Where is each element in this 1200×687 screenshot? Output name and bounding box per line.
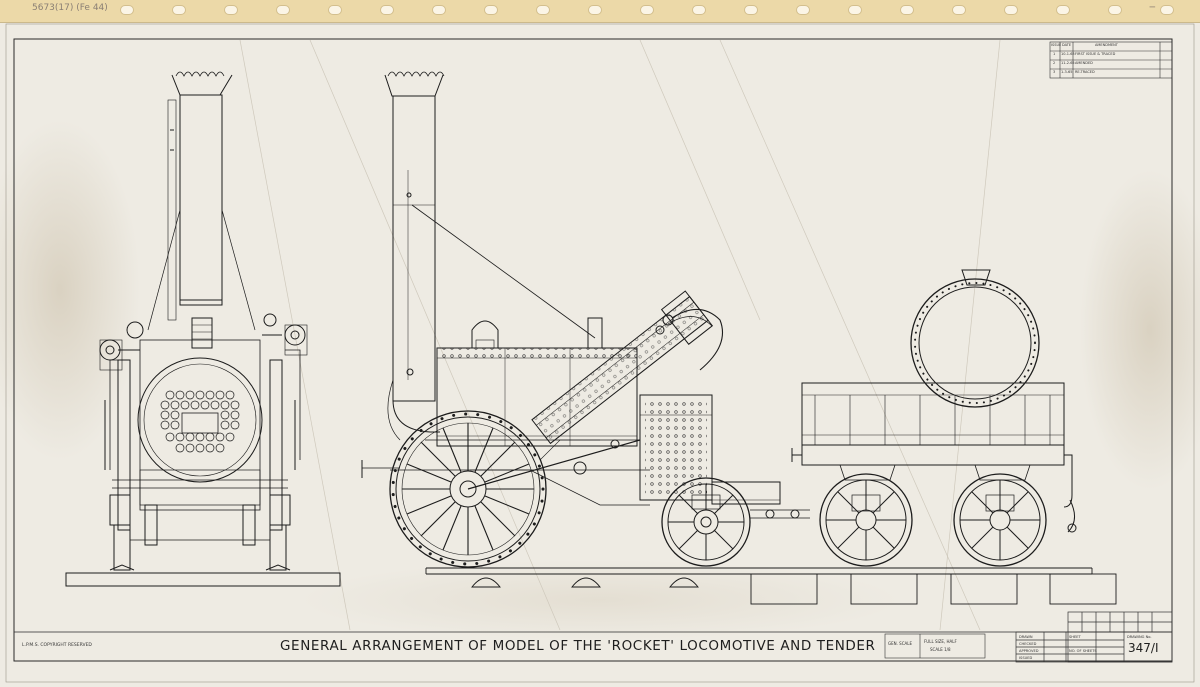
- drawing-title: GENERAL ARRANGEMENT OF MODEL OF THE 'ROC…: [280, 638, 876, 654]
- punch-hole: [484, 5, 498, 15]
- punch-hole: [1160, 5, 1174, 15]
- issued-label: ISSUED: [1019, 656, 1033, 660]
- scale-block: [884, 633, 986, 659]
- punch-hole: [796, 5, 810, 15]
- rev-row-1-date: 10-1-63: [1061, 52, 1075, 56]
- drawing-border: [5, 23, 1195, 683]
- punch-hole: [536, 5, 550, 15]
- sheet-label: SHEET: [1069, 635, 1082, 639]
- rev-row-2-amendment: AMENDED: [1075, 61, 1093, 65]
- rev-header-issue: ISSUE: [1051, 43, 1062, 47]
- revision-table: [1049, 41, 1173, 79]
- punch-hole: [328, 5, 342, 15]
- binding-tape: 5673(17) (Fe 44) ─: [0, 0, 1200, 23]
- punch-hole: [640, 5, 654, 15]
- front-view-locomotive: [65, 71, 341, 587]
- rev-row-2-issue: 2: [1053, 61, 1056, 65]
- punch-hole: [1056, 5, 1070, 15]
- handwritten-mark: ─: [1149, 3, 1155, 13]
- paper-stains: [0, 120, 1200, 640]
- punch-hole: [848, 5, 862, 15]
- punch-hole: [1004, 5, 1018, 15]
- rev-row-3-issue: 3: [1053, 70, 1056, 74]
- punch-hole: [900, 5, 914, 15]
- copyright-notice: L.P.M.S. COPYRIGHT RESERVED: [22, 643, 92, 648]
- punch-hole: [744, 5, 758, 15]
- no-of-sheets-label: NO. OF SHEETS: [1069, 649, 1097, 653]
- punch-hole: [120, 5, 134, 15]
- rev-row-1-issue: 1: [1053, 52, 1056, 56]
- punch-hole: [172, 5, 186, 15]
- rev-row-3-date: 1-3-65: [1061, 70, 1073, 74]
- title-block-grid: [1015, 611, 1173, 663]
- rev-header-date: DATE: [1062, 43, 1072, 47]
- fold-lines: [239, 39, 1001, 631]
- punch-hole: [380, 5, 394, 15]
- punch-hole: [692, 5, 706, 15]
- punch-hole: [588, 5, 602, 15]
- side-view-tender: [791, 269, 1077, 567]
- rev-row-2-date: 11-2-65: [1061, 61, 1075, 65]
- punch-hole: [1108, 5, 1122, 15]
- scale-full-label: FULL SIZE, HALF: [924, 639, 957, 644]
- punch-hole: [224, 5, 238, 15]
- scale-gen-label: GEN. SCALE: [888, 641, 912, 646]
- rev-row-3-amendment: RE-TRACED: [1075, 70, 1095, 74]
- punch-hole: [952, 5, 966, 15]
- approved-label: APPROVED: [1019, 649, 1039, 653]
- drawing-no-label: DRAWING No.: [1127, 635, 1152, 639]
- rev-row-1-amendment: FIRST ISSUE & TRACED: [1075, 52, 1116, 56]
- drawn-label: DRAWN: [1019, 635, 1033, 639]
- track-and-sleepers: [425, 567, 1117, 605]
- scale-value: SCALE 1/8: [930, 647, 951, 652]
- rev-header-amendment: AMENDMENT: [1095, 43, 1118, 47]
- punch-hole: [432, 5, 446, 15]
- handwritten-reference: 5673(17) (Fe 44): [32, 3, 108, 13]
- side-view-locomotive: [361, 71, 810, 568]
- drawing-number: 347/I: [1128, 641, 1159, 655]
- punch-hole: [276, 5, 290, 15]
- checked-label: CHECKED: [1019, 642, 1037, 646]
